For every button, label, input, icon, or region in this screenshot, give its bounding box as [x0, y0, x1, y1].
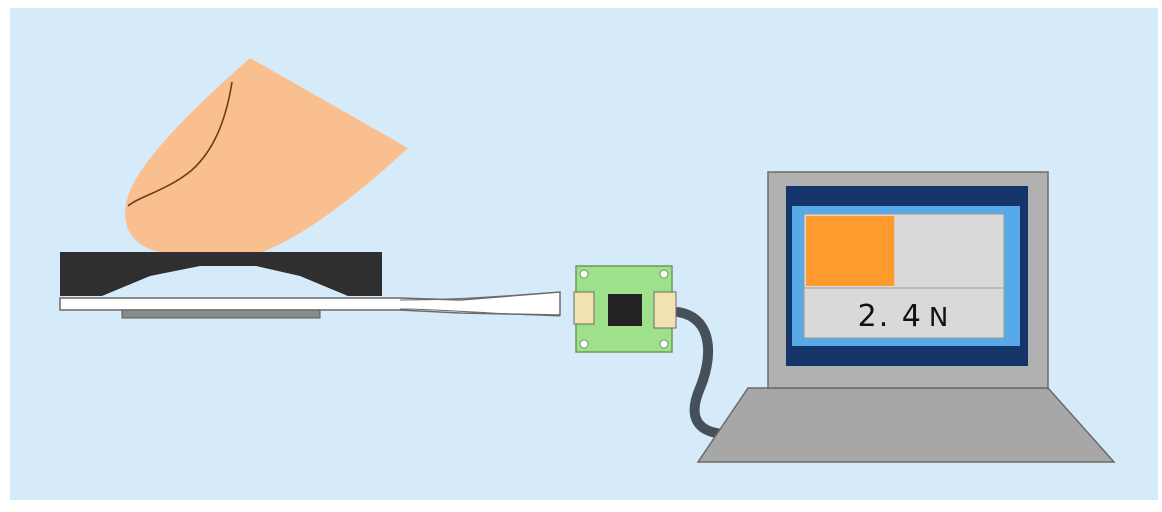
force-readout-value: 2. 4	[858, 299, 923, 334]
board-mount-hole	[579, 339, 589, 349]
board-chip	[608, 294, 642, 326]
finger-nail-line	[127, 81, 233, 207]
board-mount-hole	[579, 269, 589, 279]
sensor-film-lead-2	[399, 308, 561, 317]
board-output-connector	[653, 291, 677, 329]
sensor-backing-plate	[121, 309, 321, 319]
force-readout-unit: N	[929, 303, 950, 333]
signal-cable	[673, 307, 745, 439]
sensor-pad	[60, 252, 382, 296]
laptop-base	[696, 387, 1116, 463]
force-level-bar	[806, 216, 895, 286]
sensor-film-lead	[399, 291, 561, 301]
finger	[125, 58, 408, 252]
board-input-connector	[573, 291, 595, 325]
board-mount-hole	[659, 269, 669, 279]
board-mount-hole	[659, 339, 669, 349]
